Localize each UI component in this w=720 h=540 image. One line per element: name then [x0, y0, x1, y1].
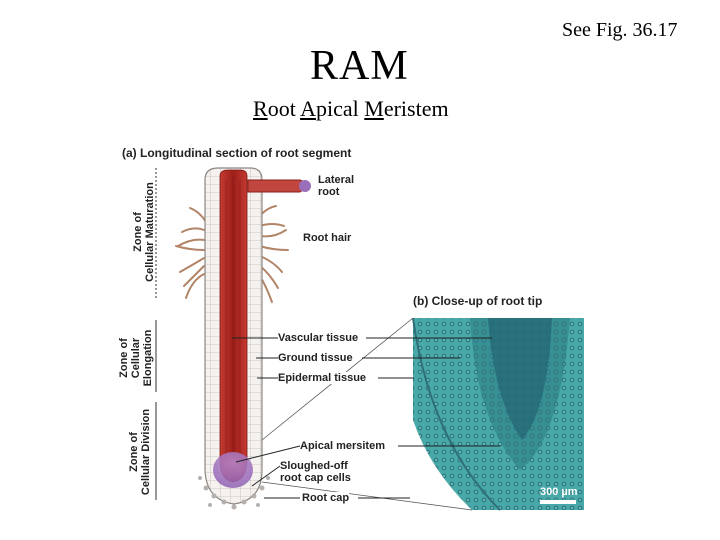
subtitle-a: A — [300, 96, 316, 121]
vascular-lines — [225, 176, 241, 470]
subtitle-r: R — [253, 96, 268, 121]
panel-a-label: (a) Longitudinal section of root segment — [122, 146, 352, 160]
panel-b-label: (b) Close-up of root tip — [413, 294, 543, 308]
root-tip-micrograph — [412, 317, 584, 511]
slide-subtitle: Root Apical Meristem — [253, 96, 449, 122]
zone-division-label: Zone of Cellular Division — [128, 408, 152, 496]
sloughed-cells-label: Sloughed-off root cap cells — [280, 460, 351, 484]
zone-maturation-label: Zone of Cellular Maturation — [132, 182, 156, 282]
lateral-root — [247, 179, 307, 193]
zone-elongation-label: Zone of Cellular Elongation — [118, 329, 154, 387]
apical-meristem-label: Apical mersitem — [300, 440, 385, 452]
subtitle-m: M — [364, 96, 384, 121]
epidermal-tissue-label: Epidermal tissue — [278, 372, 367, 384]
figure-reference: See Fig. 36.17 — [562, 19, 678, 41]
leader-lines — [232, 337, 500, 499]
lateral-root-label: Lateral root — [318, 174, 355, 198]
scale-bar-label: 300 µm — [540, 486, 578, 498]
root-hair-label: Root hair — [303, 232, 352, 244]
subtitle-oot: oot — [267, 96, 301, 121]
slide-title: RAM — [310, 43, 409, 89]
lateral-root-tip — [299, 180, 311, 192]
subtitle-eristem: eristem — [383, 96, 449, 121]
apical-region — [213, 452, 253, 488]
vascular-tissue-label: Vascular tissue — [278, 332, 359, 344]
ground-tissue-label: Ground tissue — [278, 352, 353, 364]
vascular-cylinder — [219, 169, 248, 483]
root-cap-label: Root cap — [302, 492, 350, 504]
scale-bar — [540, 500, 576, 504]
sloughed-cells — [198, 476, 270, 510]
subtitle-pical: pical — [315, 96, 365, 121]
